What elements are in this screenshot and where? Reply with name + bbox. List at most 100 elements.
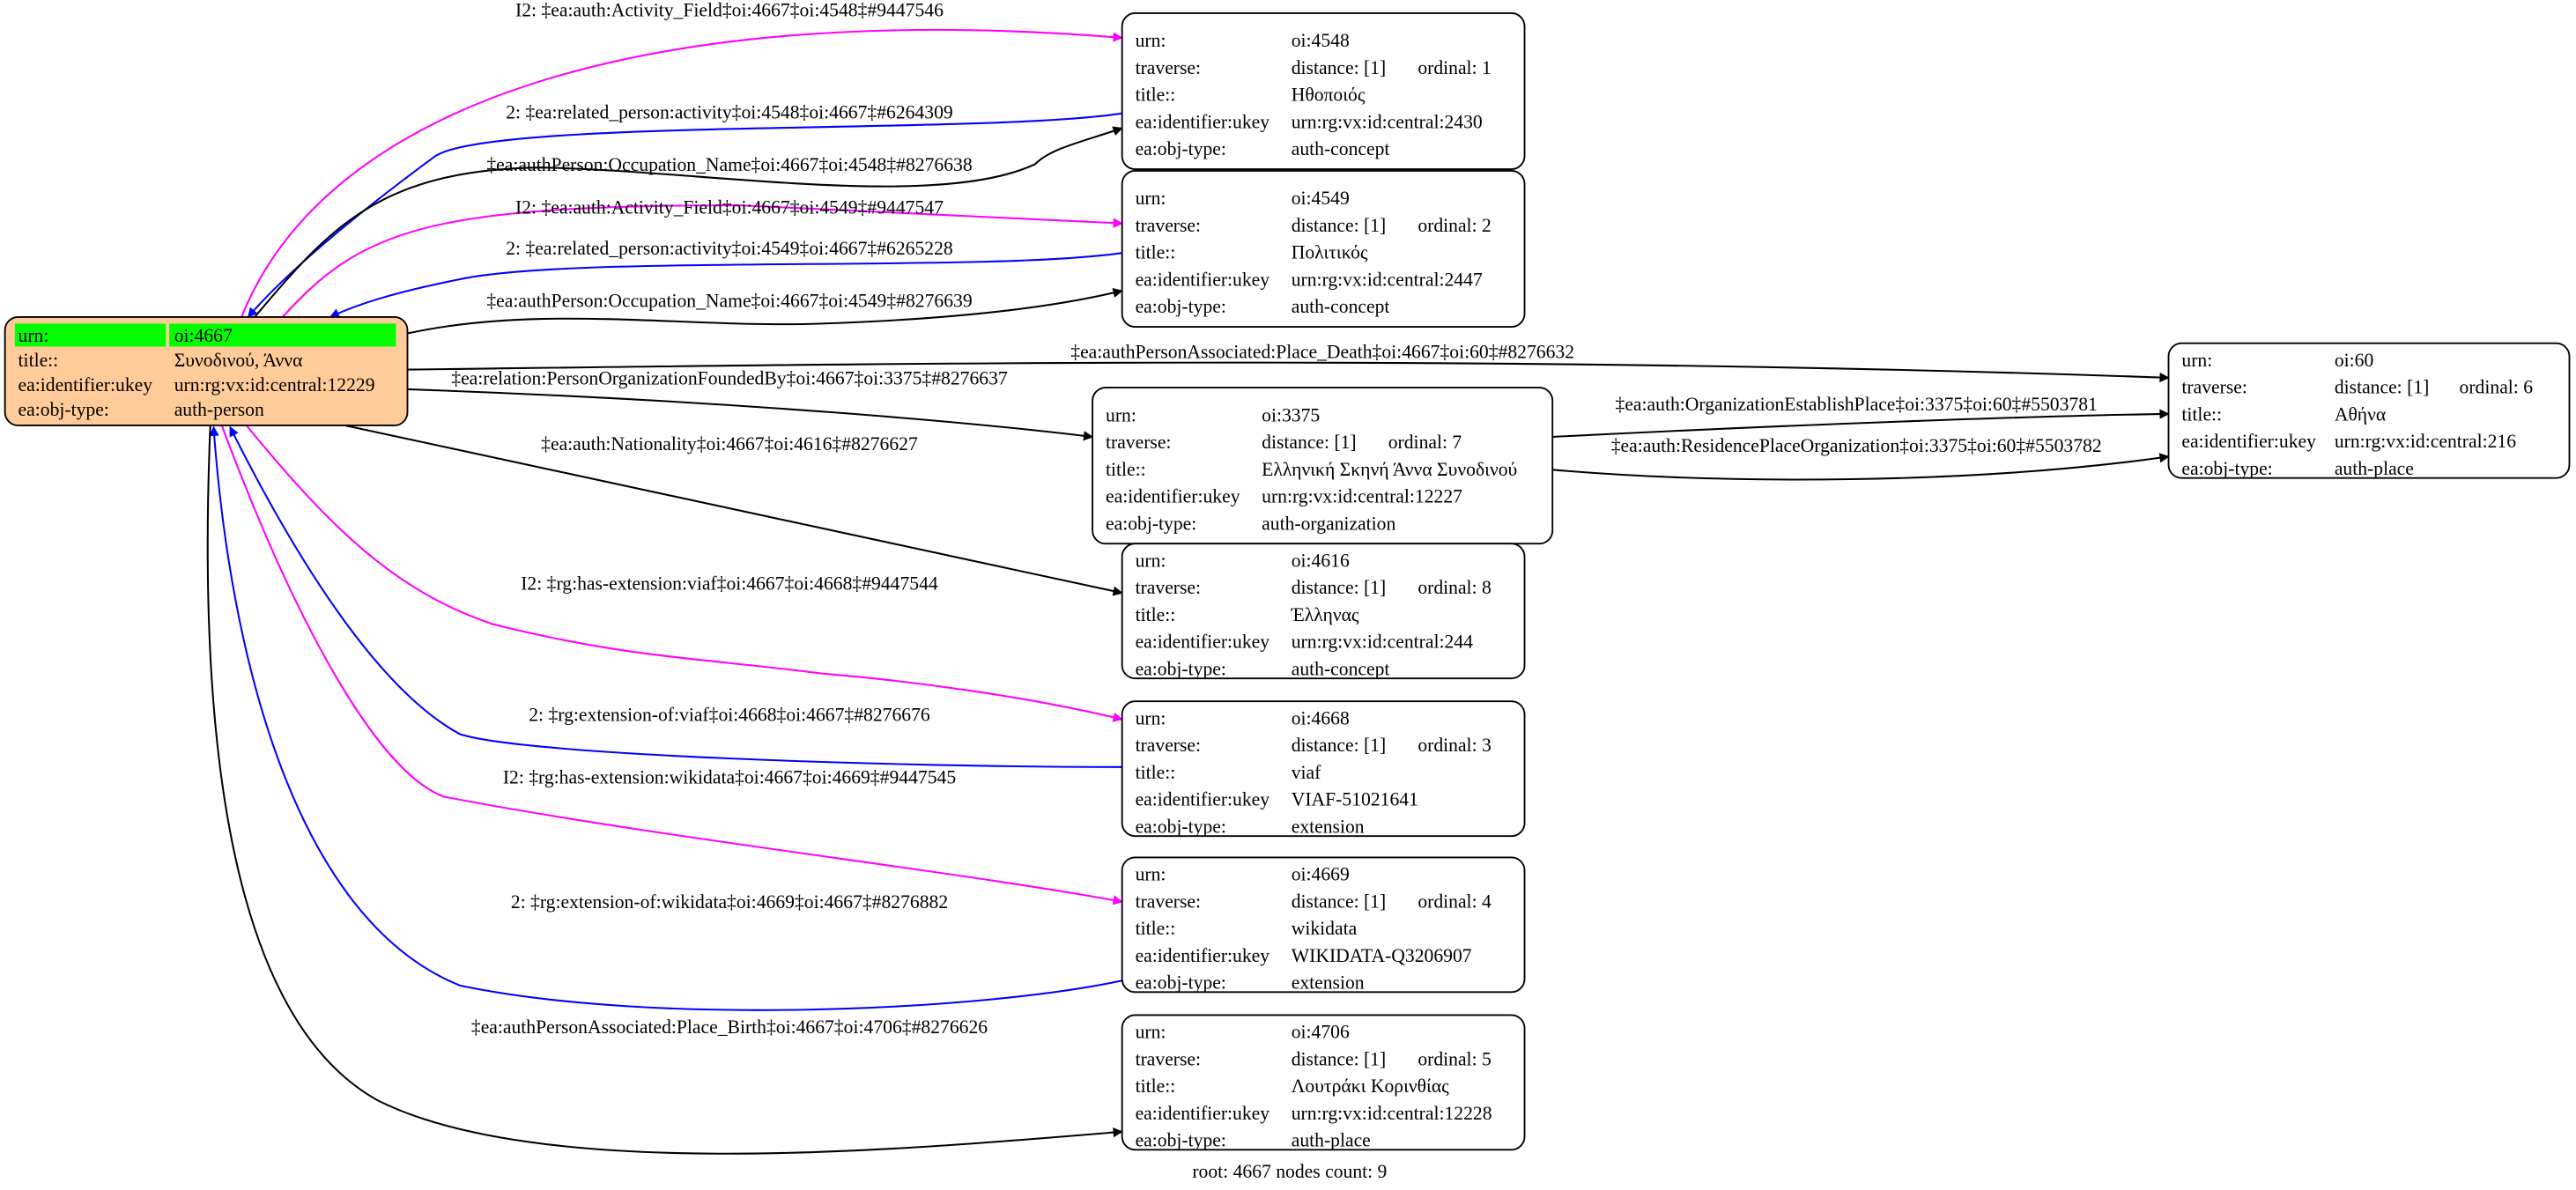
node-field-value: distance: [1] [1292, 1048, 1386, 1069]
edge[interactable]: 2: ‡rg:extension-of:wikidata‡oi:4669‡oi:… [209, 425, 1122, 1011]
edge-line[interactable] [206, 425, 1123, 1155]
node-box[interactable] [2167, 342, 2571, 479]
node-field-value: Ηθοποιός [1292, 85, 1366, 106]
node-field-value: Έλληνας [1291, 604, 1359, 625]
edge-line[interactable] [229, 425, 1122, 768]
node-field-key: title:: [1136, 762, 1176, 783]
node-field-ordinal: ordinal: 5 [1418, 1048, 1491, 1069]
node-field-key: urn: [1136, 863, 1166, 884]
node-field-key: ea:obj-type: [1136, 1130, 1226, 1151]
edge[interactable]: 2: ‡rg:extension-of:viaf‡oi:4668‡oi:4667… [229, 425, 1122, 768]
edge[interactable]: ‡ea:authPerson:Occupation_Name‡oi:4667‡o… [254, 126, 1123, 318]
edge[interactable]: ‡ea:auth:OrganizationEstablishPlace‡oi:3… [1552, 394, 2170, 439]
node-box[interactable] [1121, 11, 1526, 170]
edge[interactable]: I2: ‡rg:has-extension:wikidata‡oi:4667‡o… [220, 425, 1123, 905]
edge[interactable]: ‡ea:relation:PersonOrganizationFoundedBy… [407, 367, 1094, 441]
node-field-ordinal: ordinal: 3 [1418, 735, 1491, 756]
edge-line[interactable] [407, 288, 1123, 335]
node-field-key: ea:identifier:ukey [1136, 632, 1270, 653]
node-box[interactable] [1121, 1014, 1526, 1151]
node-field-value: urn:rg:vx:id:central:12227 [1262, 486, 1462, 507]
node-field-value: oi:4549 [1292, 188, 1350, 209]
node-field-value: urn:rg:vx:id:central:216 [2335, 431, 2516, 452]
node-box[interactable] [1121, 170, 1526, 329]
node-field-key: ea:obj-type: [1136, 816, 1226, 837]
edge-line[interactable] [1552, 409, 2170, 439]
edge[interactable]: ‡ea:auth:Nationality‡oi:4667‡oi:4616‡#82… [344, 424, 1123, 596]
node-field-key: title:: [1136, 242, 1176, 263]
node-field-ordinal: ordinal: 6 [2460, 377, 2534, 398]
node-box[interactable] [1121, 856, 1526, 994]
node-field-value: distance: [1] [1292, 891, 1386, 912]
edge-label: ‡ea:auth:Nationality‡oi:4667‡oi:4616‡#82… [541, 433, 918, 455]
edge[interactable]: ‡ea:authPersonAssociated:Place_Birth‡oi:… [206, 425, 1123, 1155]
node-field-value: VIAF-51021641 [1292, 789, 1418, 810]
node-field-key: ea:obj-type: [1136, 658, 1226, 679]
edge-label: 2: ‡ea:related_person:activity‡oi:4549‡o… [506, 238, 953, 259]
node-field-key: ea:identifier:ukey [19, 374, 153, 395]
edge-line[interactable] [329, 252, 1122, 318]
node-field-key: ea:identifier:ukey [1136, 945, 1270, 966]
edge[interactable]: ‡ea:authPersonAssociated:Place_Death‡oi:… [407, 342, 2170, 383]
node-field-value: auth-place [1292, 1130, 1371, 1151]
edge-label: ‡ea:auth:ResidencePlaceOrganization‡oi:3… [1611, 435, 2102, 456]
node-field-key: title:: [1136, 1075, 1176, 1097]
node-field-key: urn: [1136, 550, 1166, 571]
node-field-value: auth-concept [1292, 658, 1390, 679]
node-box[interactable] [1121, 543, 1526, 680]
node-field-key: urn: [19, 325, 49, 346]
edge[interactable]: ‡ea:authPerson:Occupation_Name‡oi:4667‡o… [407, 288, 1123, 335]
edge-line[interactable] [241, 28, 1123, 318]
edge-line[interactable] [282, 204, 1123, 318]
edge-line[interactable] [209, 425, 1122, 1011]
node-field-value: oi:4667 [174, 325, 233, 346]
edge-line[interactable] [344, 424, 1123, 596]
node-field-key: ea:obj-type: [1136, 296, 1226, 317]
node-field-key: title:: [2181, 403, 2222, 425]
node-field-value: oi:4548 [1292, 30, 1350, 51]
node-field-key: traverse: [1106, 432, 1171, 453]
edge-line[interactable] [220, 425, 1123, 905]
node-field-value: Αθήνα [2335, 403, 2386, 425]
edge-line[interactable] [1552, 453, 2170, 481]
node-field-value: viaf [1292, 762, 1321, 783]
node-field-key: ea:obj-type: [1136, 972, 1226, 994]
node-field-value: Πολιτικός [1292, 242, 1368, 263]
node-field-key: ea:obj-type: [19, 399, 109, 420]
node-field-key: title:: [19, 350, 59, 371]
node-field-key: traverse: [1136, 1048, 1201, 1069]
edge[interactable]: I2: ‡ea:auth:Activity_Field‡oi:4667‡oi:4… [241, 0, 1123, 318]
edges-layer: I2: ‡ea:auth:Activity_Field‡oi:4667‡oi:4… [206, 0, 2170, 1155]
edge-line[interactable] [254, 126, 1123, 318]
edge[interactable]: 2: ‡ea:related_person:activity‡oi:4549‡o… [329, 238, 1122, 318]
edge-line[interactable] [245, 425, 1123, 722]
node-field-key: ea:identifier:ukey [1136, 111, 1270, 132]
edge[interactable]: ‡ea:auth:ResidencePlaceOrganization‡oi:3… [1552, 435, 2170, 481]
edge[interactable]: I2: ‡ea:auth:Activity_Field‡oi:4667‡oi:4… [282, 196, 1123, 318]
edge-label: I2: ‡rg:has-extension:wikidata‡oi:4667‡o… [503, 766, 956, 787]
node-field-key: traverse: [1136, 57, 1201, 78]
node-field-value: urn:rg:vx:id:central:244 [1292, 632, 1473, 653]
edge[interactable]: 2: ‡ea:related_person:activity‡oi:4548‡o… [247, 101, 1122, 318]
node-box[interactable] [1121, 700, 1526, 838]
edge[interactable]: I2: ‡rg:has-extension:viaf‡oi:4667‡oi:46… [245, 425, 1123, 722]
node-field-ordinal: ordinal: 8 [1418, 577, 1491, 598]
node-field-value: auth-organization [1262, 513, 1395, 534]
edge-line[interactable] [407, 388, 1094, 441]
edge-line[interactable] [247, 112, 1122, 318]
node-field-ordinal: ordinal: 2 [1418, 215, 1491, 236]
edge-line[interactable] [407, 361, 2170, 383]
edge-label: ‡ea:authPerson:Occupation_Name‡oi:4667‡o… [486, 154, 972, 175]
edge-label: I2: ‡rg:has-extension:viaf‡oi:4667‡oi:46… [521, 573, 938, 594]
node-field-key: title:: [1136, 604, 1176, 625]
